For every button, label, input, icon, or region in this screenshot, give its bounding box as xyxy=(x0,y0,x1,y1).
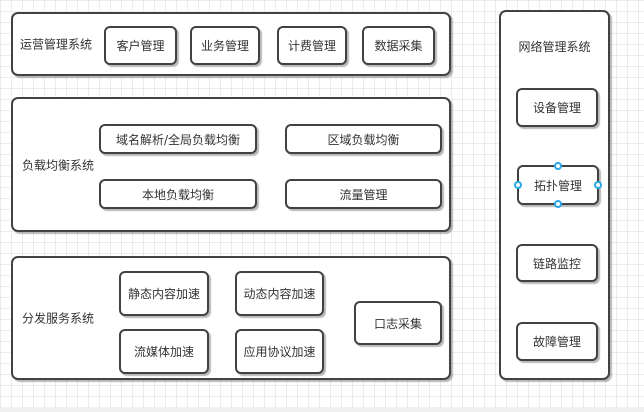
node-label: 本地负载均衡 xyxy=(141,187,214,202)
group-label-load-balancing: 负载均衡系统 xyxy=(22,158,95,172)
node-label: 流量管理 xyxy=(339,187,388,202)
node-label: 故障管理 xyxy=(532,335,581,349)
node-device-management[interactable]: 设备管理 xyxy=(516,88,598,127)
node-label: 数据采集 xyxy=(374,39,423,53)
group-label-distribution-service: 分发服务系统 xyxy=(22,311,95,326)
node-data-collection[interactable]: 数据采集 xyxy=(362,26,435,65)
node-label: 应用协议加速 xyxy=(243,345,316,359)
node-label: 流媒体加速 xyxy=(133,345,194,359)
node-label: 设备管理 xyxy=(532,101,581,115)
node-label: 区域负载均衡 xyxy=(327,132,400,147)
connection-point-right-icon[interactable] xyxy=(594,181,602,189)
connection-point-left-icon[interactable] xyxy=(514,181,522,189)
group-load-balancing-system[interactable]: 负载均衡系统 域名解析/全局负载均衡 区域负载均衡 本地负载均衡 流量管理 xyxy=(11,97,451,232)
group-operations-management-system[interactable]: 运营管理系统 客户管理 业务管理 计费管理 数据采集 xyxy=(11,12,451,76)
node-regional-load-balancing[interactable]: 区域负载均衡 xyxy=(285,124,442,154)
node-label: 计费管理 xyxy=(287,39,336,53)
node-log-collection[interactable]: 口志采集 xyxy=(354,301,442,345)
group-distribution-service-system[interactable]: 分发服务系统 静态内容加速 动态内容加速 口志采集 流媒体加速 应用协议加速 xyxy=(11,256,451,380)
node-customer-management[interactable]: 客户管理 xyxy=(104,26,177,65)
connection-point-bottom-icon[interactable] xyxy=(554,200,562,208)
node-label: 拓扑管理 xyxy=(533,178,582,193)
connection-point-top-icon[interactable] xyxy=(554,162,562,170)
node-label: 业务管理 xyxy=(200,39,249,53)
node-billing-management[interactable]: 计费管理 xyxy=(277,26,347,65)
node-streaming-media-acceleration[interactable]: 流媒体加速 xyxy=(119,329,209,374)
node-label: 静态内容加速 xyxy=(127,287,200,301)
node-dynamic-content-acceleration[interactable]: 动态内容加速 xyxy=(235,271,324,316)
node-label: 口志采集 xyxy=(373,316,422,331)
node-static-content-acceleration[interactable]: 静态内容加速 xyxy=(119,271,209,316)
node-link-monitoring[interactable]: 链路监控 xyxy=(516,244,598,282)
node-fault-management[interactable]: 故障管理 xyxy=(516,322,598,361)
node-label: 域名解析/全局负载均衡 xyxy=(115,132,241,147)
node-label: 动态内容加速 xyxy=(243,287,316,301)
group-label-network-management: 网络管理系统 xyxy=(518,40,591,54)
node-label: 链路监控 xyxy=(532,256,581,271)
node-traffic-management[interactable]: 流量管理 xyxy=(285,179,442,209)
node-dns-global-load-balancing[interactable]: 域名解析/全局负载均衡 xyxy=(99,124,257,154)
window-bottom-strip xyxy=(0,407,644,412)
node-topology-management[interactable]: 拓扑管理 xyxy=(514,162,602,208)
node-business-management[interactable]: 业务管理 xyxy=(190,26,260,65)
group-label-operations: 运营管理系统 xyxy=(20,37,93,52)
node-label: 客户管理 xyxy=(116,39,165,53)
node-local-load-balancing[interactable]: 本地负载均衡 xyxy=(99,179,257,209)
node-app-protocol-acceleration[interactable]: 应用协议加速 xyxy=(235,329,324,374)
group-network-management-system[interactable]: 网络管理系统 设备管理 拓扑管理 链路监控 故障管理 xyxy=(499,10,610,380)
